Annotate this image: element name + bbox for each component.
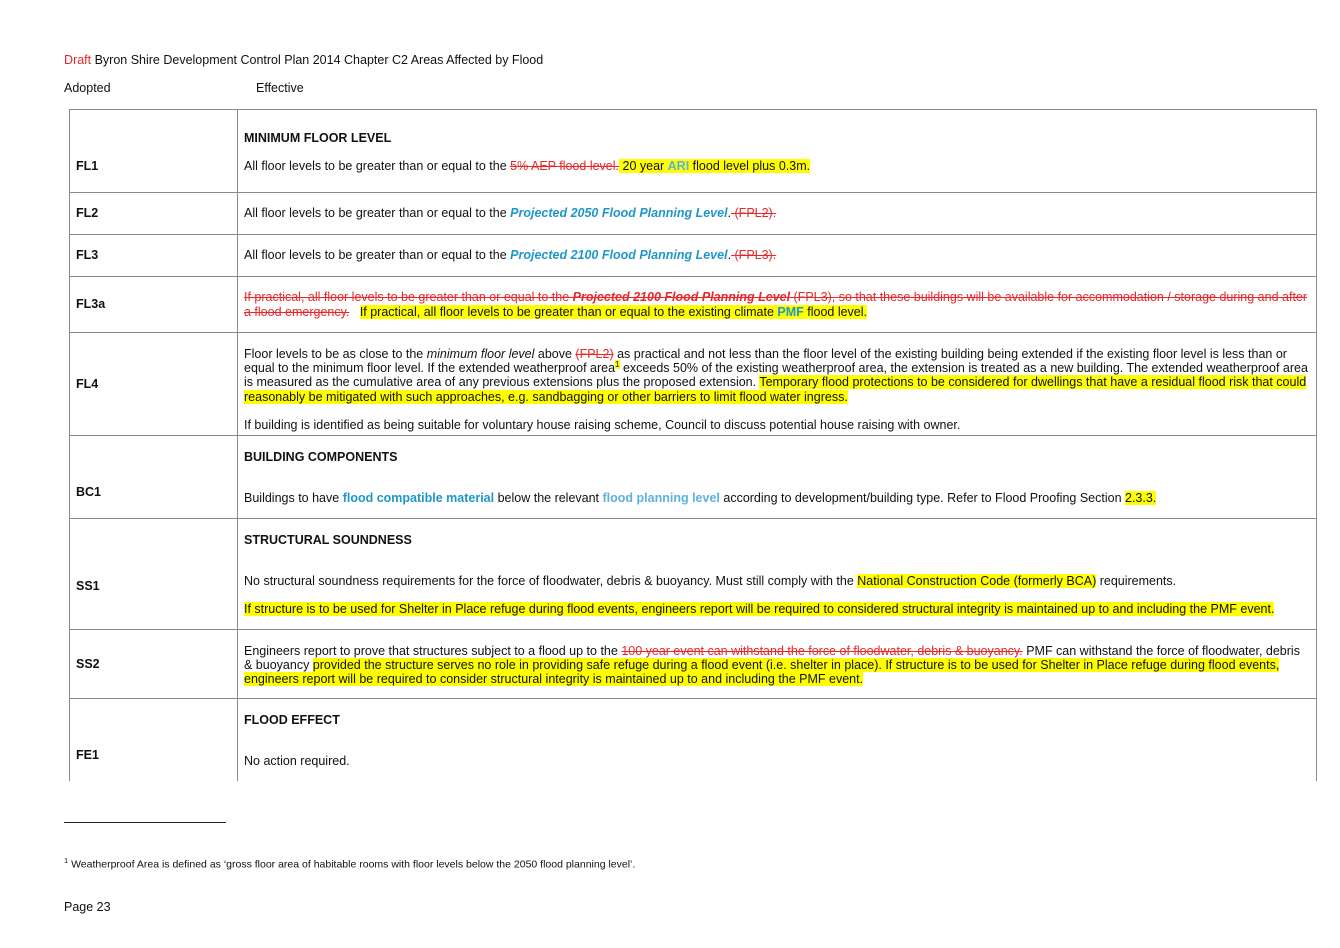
text-span: PMF can withstand the force of floodwate… xyxy=(244,644,1300,673)
page-number: Page 23 xyxy=(64,900,111,914)
document-header-title: Draft Byron Shire Development Control Pl… xyxy=(64,53,543,67)
control-text: If practical, all floor levels to be gre… xyxy=(244,290,1310,319)
section-heading: MINIMUM FLOOR LEVEL xyxy=(244,131,392,145)
footnote-text: Weatherproof Area is defined as ‘gross f… xyxy=(68,858,636,871)
row-content: STRUCTURAL SOUNDNESS No structural sound… xyxy=(237,518,1317,630)
row-content: All floor levels to be greater than or e… xyxy=(237,234,1317,277)
highlighted-term: PMF xyxy=(777,304,804,319)
control-text: Engineers report to prove that structure… xyxy=(244,644,1310,687)
section-heading: STRUCTURAL SOUNDNESS xyxy=(244,533,412,547)
row-content: Floor levels to be as close to the minim… xyxy=(237,332,1317,436)
table-row-fl4: FL4 Floor levels to be as close to the m… xyxy=(69,332,1317,436)
deleted-text: (FPL3), so that these buildings will be … xyxy=(244,290,1308,319)
highlighted-text: If practical, all floor levels to be gre… xyxy=(359,304,778,319)
gap xyxy=(349,305,359,319)
row-code: FL2 xyxy=(69,192,238,235)
row-code: SS2 xyxy=(69,629,238,699)
text-span: below the relevant xyxy=(494,491,603,506)
italic-term: minimum floor level xyxy=(426,347,535,361)
text-span: above xyxy=(534,347,576,361)
row-content: MINIMUM FLOOR LEVEL All floor levels to … xyxy=(237,109,1317,193)
defined-term: Projected 2100 Flood Planning Level xyxy=(510,248,728,263)
defined-term: Projected 2050 Flood Planning Level xyxy=(510,206,728,221)
text-span: . xyxy=(727,248,732,263)
adopted-label: Adopted xyxy=(64,81,111,95)
text-span: as practical and not less than the floor… xyxy=(244,347,1287,376)
text-span: All floor levels to be greater than or e… xyxy=(244,159,511,174)
section-heading: FLOOD EFFECT xyxy=(244,713,340,727)
control-text: Floor levels to be as close to the minim… xyxy=(244,347,1310,404)
text-span: Buildings to have xyxy=(244,491,343,506)
deleted-text: 100 year event can withstand the force o… xyxy=(621,644,1023,658)
control-text: All floor levels to be greater than or e… xyxy=(244,248,1310,262)
text-span: requirements. xyxy=(1096,574,1177,589)
row-code: FL3a xyxy=(69,276,238,333)
text-span: exceeds 50% of the existing weatherproof… xyxy=(244,361,1308,390)
table-row-fl3a: FL3a If practical, all floor levels to b… xyxy=(69,276,1317,333)
highlighted-text: If structure is to be used for Shelter i… xyxy=(244,602,1275,617)
row-content: Engineers report to prove that structure… xyxy=(237,629,1317,699)
control-text: All floor levels to be greater than or e… xyxy=(244,159,1310,174)
footnote-ref[interactable]: 1 xyxy=(615,360,620,370)
defined-term: flood planning level xyxy=(602,491,720,506)
row-content: FLOOD EFFECT No action required. xyxy=(237,698,1317,781)
row-code: SS1 xyxy=(69,518,238,630)
text-span: No structural soundness requirements for… xyxy=(244,574,858,589)
text-span: according to development/building type. … xyxy=(719,491,1125,506)
control-text-2: If building is identified as being suita… xyxy=(244,417,961,432)
defined-term: flood compatible material xyxy=(342,491,495,506)
row-content: BUILDING COMPONENTS Buildings to have fl… xyxy=(237,435,1317,519)
row-content: If practical, all floor levels to be gre… xyxy=(237,276,1317,333)
highlighted-text: flood level. xyxy=(803,304,868,319)
footnote-separator xyxy=(64,822,226,823)
deleted-text: (FPL2). xyxy=(731,206,777,221)
draft-label: Draft xyxy=(64,53,92,67)
deleted-text: (FPL3). xyxy=(731,248,777,263)
deleted-text: 5% AEP flood level. xyxy=(510,159,620,174)
table-row-ss1: SS1 STRUCTURAL SOUNDNESS No structural s… xyxy=(69,518,1317,630)
highlighted-text: provided the structure serves no role in… xyxy=(244,658,1280,687)
row-code: FL3 xyxy=(69,234,238,277)
table-row-fl2: FL2 All floor levels to be greater than … xyxy=(69,192,1317,235)
highlighted-text: 2.3.3. xyxy=(1125,491,1157,506)
text-span: . xyxy=(727,206,732,221)
deleted-text: If practical, all floor levels to be gre… xyxy=(244,290,573,305)
text-span: All floor levels to be greater than or e… xyxy=(244,248,511,263)
footnote: 1 Weatherproof Area is defined as ‘gross… xyxy=(64,856,635,871)
section-heading: BUILDING COMPONENTS xyxy=(244,450,398,464)
header-title-text: Byron Shire Development Control Plan 201… xyxy=(91,53,544,67)
table-row-fe1: FE1 FLOOD EFFECT No action required. xyxy=(69,698,1317,781)
deleted-text: (FPL2) xyxy=(575,347,614,361)
highlighted-text: 20 year xyxy=(619,159,668,174)
text-span: All floor levels to be greater than or e… xyxy=(244,206,511,221)
highlighted-text: National Construction Code (formerly BCA… xyxy=(857,574,1097,589)
table-row-fl3: FL3 All floor levels to be greater than … xyxy=(69,234,1317,277)
text-span: Floor levels to be as close to the xyxy=(244,347,427,361)
table-row-ss2: SS2 Engineers report to prove that struc… xyxy=(69,629,1317,699)
control-text-2: If structure is to be used for Shelter i… xyxy=(244,602,1310,617)
row-code: FE1 xyxy=(69,698,238,781)
highlighted-term: ARI xyxy=(667,159,690,174)
highlighted-text: flood level plus 0.3m. xyxy=(689,159,811,174)
effective-label: Effective xyxy=(256,81,304,95)
deleted-term: Projected 2100 Flood Planning Level xyxy=(572,290,791,305)
row-code: BC1 xyxy=(69,435,238,519)
footnote-number: 1 xyxy=(64,856,69,865)
row-code: FL4 xyxy=(69,332,238,436)
row-content: All floor levels to be greater than or e… xyxy=(237,192,1317,235)
control-text: No structural soundness requirements for… xyxy=(244,574,1310,589)
table-row-fl1: FL1 MINIMUM FLOOR LEVEL All floor levels… xyxy=(69,109,1317,193)
control-text: All floor levels to be greater than or e… xyxy=(244,206,1310,220)
control-text: No action required. xyxy=(244,754,350,769)
text-span: Engineers report to prove that structure… xyxy=(244,644,622,658)
row-code: FL1 xyxy=(69,109,238,193)
controls-table: FL1 MINIMUM FLOOR LEVEL All floor levels… xyxy=(69,109,1317,781)
table-row-bc1: BC1 BUILDING COMPONENTS Buildings to hav… xyxy=(69,435,1317,519)
control-text: Buildings to have flood compatible mater… xyxy=(244,491,1310,506)
